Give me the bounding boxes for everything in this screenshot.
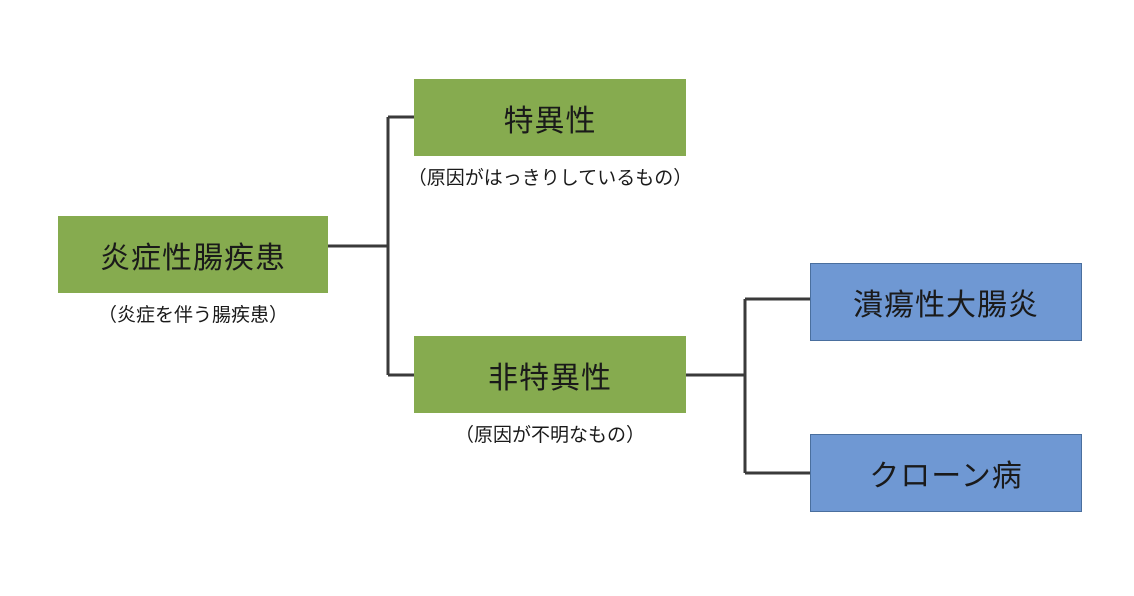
- node-ulcerative-colitis: 潰瘍性大腸炎: [810, 263, 1082, 341]
- node-specific-caption: （原因がはっきりしているもの）: [407, 167, 693, 189]
- node-ulcerative-colitis-label: 潰瘍性大腸炎: [853, 288, 1039, 323]
- node-crohn-label: クローン病: [869, 459, 1023, 494]
- node-nonspecific-caption: （原因が不明なもの）: [454, 424, 645, 446]
- node-root-label: 炎症性腸疾患: [100, 240, 286, 276]
- node-nonspecific: 非特異性: [414, 336, 686, 413]
- node-specific: 特異性: [414, 79, 686, 156]
- node-root-caption: （炎症を伴う腸疾患）: [97, 304, 288, 326]
- node-specific-label: 特異性: [503, 103, 597, 139]
- node-crohn: クローン病: [810, 434, 1082, 512]
- node-root: 炎症性腸疾患: [58, 216, 328, 293]
- node-nonspecific-label: 非特異性: [488, 360, 612, 396]
